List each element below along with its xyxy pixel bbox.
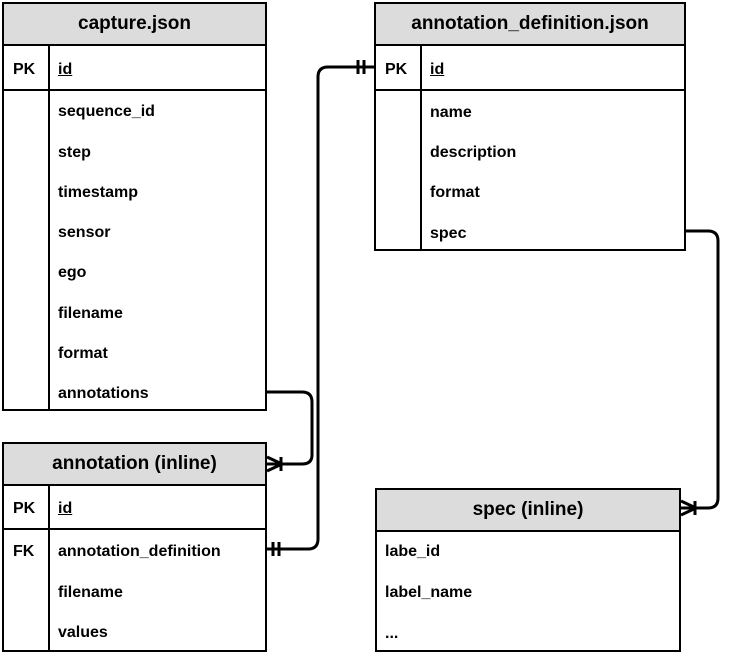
key-column-divider (48, 484, 50, 650)
key-column-divider (420, 44, 422, 249)
pk-separator (4, 528, 265, 530)
field-format: format (430, 184, 480, 201)
pk-separator (4, 89, 265, 91)
field-description: description (430, 144, 517, 161)
field-annotation-definition: annotation_definition (58, 543, 221, 560)
crowfoot-marker (680, 499, 698, 517)
relationship-annotation-definition (267, 65, 374, 551)
field-annotation-id: id (58, 500, 73, 517)
field-annotation-definition-id: id (430, 61, 445, 78)
field-timestamp: timestamp (58, 184, 139, 201)
field-ellipsis: ... (385, 625, 399, 642)
entity-spec[interactable]: spec (inline) labe_id label_name ... (375, 488, 681, 652)
one-marker-top (356, 60, 366, 74)
entity-annotation[interactable]: annotation (inline) PK id FK annotation_… (2, 442, 267, 652)
field-capture-id: id (58, 61, 73, 78)
field-spec: spec (430, 225, 467, 242)
entity-capture-title: capture.json (4, 4, 265, 46)
field-sequence-id: sequence_id (58, 103, 155, 120)
relationship-capture-annotation (267, 390, 314, 466)
field-labe-id: labe_id (385, 543, 441, 560)
field-annotations: annotations (58, 385, 149, 402)
entity-capture[interactable]: capture.json PK id sequence_id step time… (2, 2, 267, 411)
entity-spec-title: spec (inline) (377, 490, 679, 532)
entity-annotation-definition[interactable]: annotation_definition.json PK id name de… (374, 2, 686, 251)
fk-label: FK (13, 543, 35, 560)
crowfoot-marker (266, 455, 284, 473)
one-marker-bottom (271, 542, 281, 556)
entity-annotation-title: annotation (inline) (4, 444, 265, 486)
field-name: name (430, 104, 472, 121)
relationship-spec (681, 229, 720, 510)
key-column-divider (48, 44, 50, 409)
pk-label: PK (13, 61, 36, 78)
field-ego: ego (58, 264, 87, 281)
pk-label: PK (385, 61, 408, 78)
field-format: format (58, 345, 108, 362)
field-filename: filename (58, 305, 123, 322)
field-sensor: sensor (58, 224, 111, 241)
entity-annotation-definition-title: annotation_definition.json (376, 4, 684, 46)
pk-label: PK (13, 500, 36, 517)
field-step: step (58, 144, 91, 161)
field-filename: filename (58, 584, 123, 601)
field-label-name: label_name (385, 584, 473, 601)
pk-separator (376, 89, 684, 91)
field-values: values (58, 624, 108, 641)
